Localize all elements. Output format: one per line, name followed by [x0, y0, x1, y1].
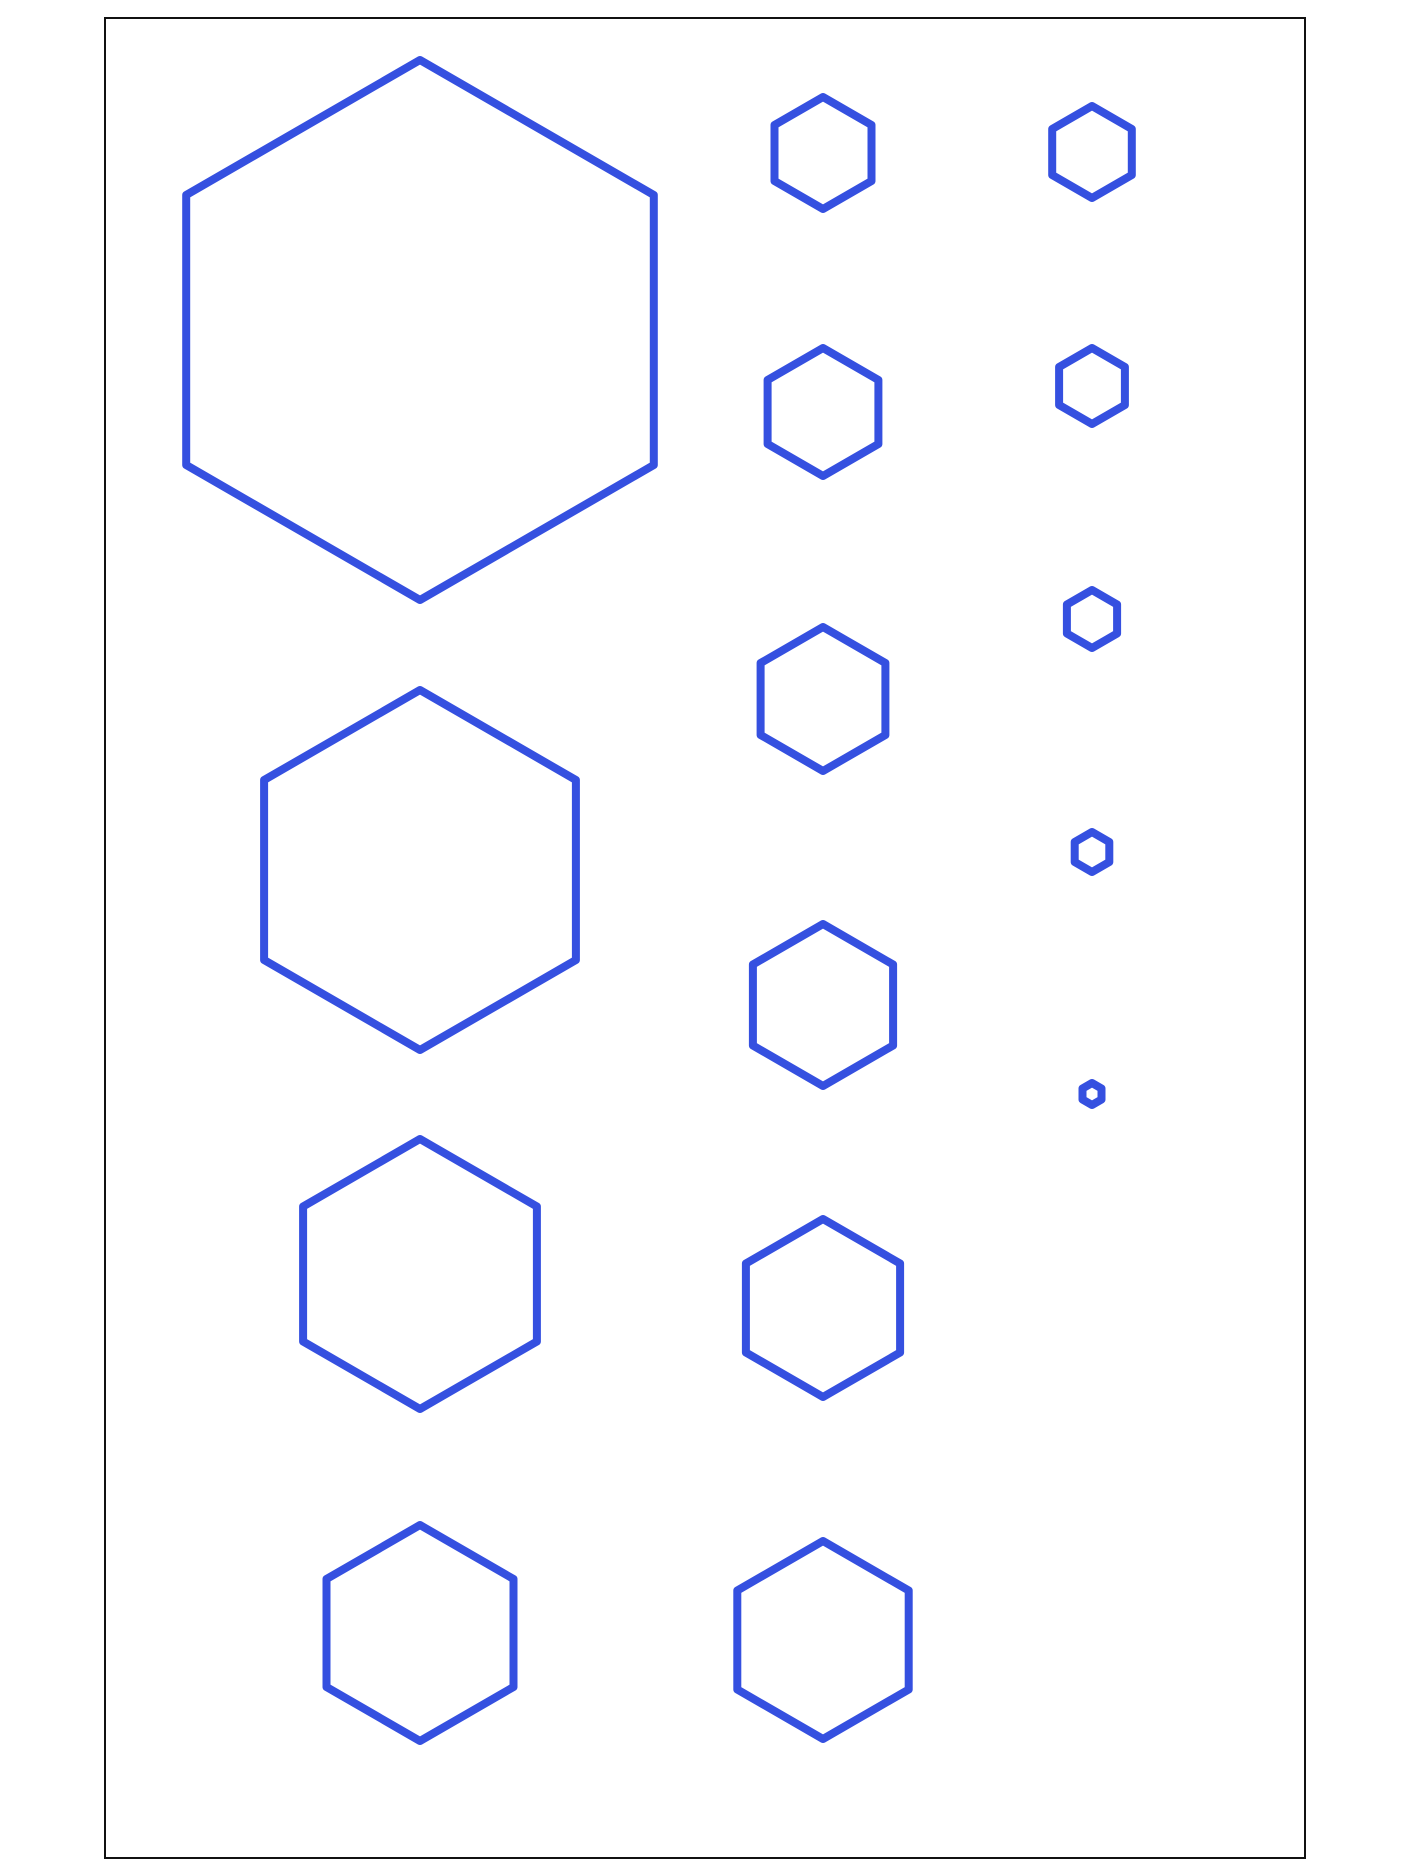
hexagon-1-2 [260, 686, 580, 1054]
hexagon-2-5 [741, 1215, 905, 1401]
hexagon-1-3 [299, 1135, 541, 1413]
hexagon-2-4 [748, 920, 898, 1090]
column-2 [733, 93, 913, 1743]
hexagon-3-4 [1070, 828, 1114, 876]
column-1 [182, 56, 658, 1745]
hexagon-3-2 [1055, 344, 1129, 428]
hexagon-2-1 [770, 93, 876, 213]
hexagon-3-3 [1062, 586, 1122, 652]
hexagon-3-5 [1078, 1079, 1106, 1109]
hexagon-2-3 [756, 623, 890, 775]
column-3 [1048, 102, 1136, 1109]
outer-border [104, 17, 1306, 1859]
hexagon-2-2 [763, 344, 883, 480]
hexagon-layer [182, 56, 1136, 1745]
hexagon-3-1 [1048, 102, 1136, 202]
hexagon-2-6 [733, 1537, 913, 1743]
hexagon-1-4 [322, 1521, 518, 1745]
hexagon-1-1 [182, 56, 658, 604]
